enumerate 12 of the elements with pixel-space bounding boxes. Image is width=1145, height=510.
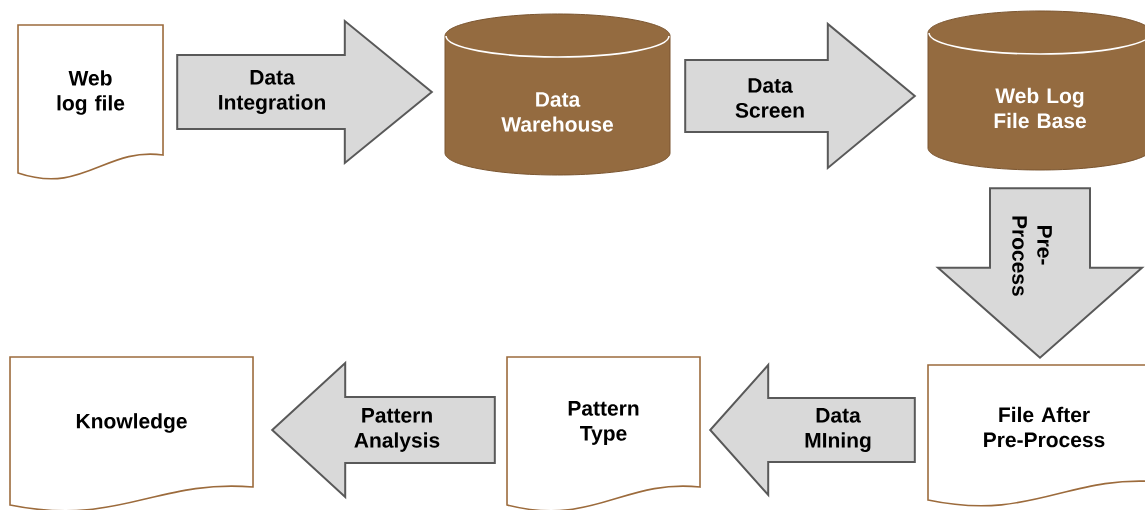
- database-cylinder: Data Warehouse: [444, 13, 671, 176]
- block-arrow: [270, 360, 496, 500]
- edge-label: Pre-Process: [1012, 216, 1052, 296]
- edge-label: Data Screen: [735, 78, 804, 118]
- block-arrow: [684, 21, 917, 171]
- block-arrow: [935, 187, 1145, 360]
- block-arrow: [708, 362, 916, 498]
- edge-label: Pattern Analysis: [354, 408, 440, 452]
- edge-label: Data MIning: [805, 408, 871, 452]
- block-arrow: [176, 18, 434, 166]
- database-cylinder: Web Log File Base: [927, 10, 1145, 171]
- edge-label: Data Integration: [219, 70, 325, 114]
